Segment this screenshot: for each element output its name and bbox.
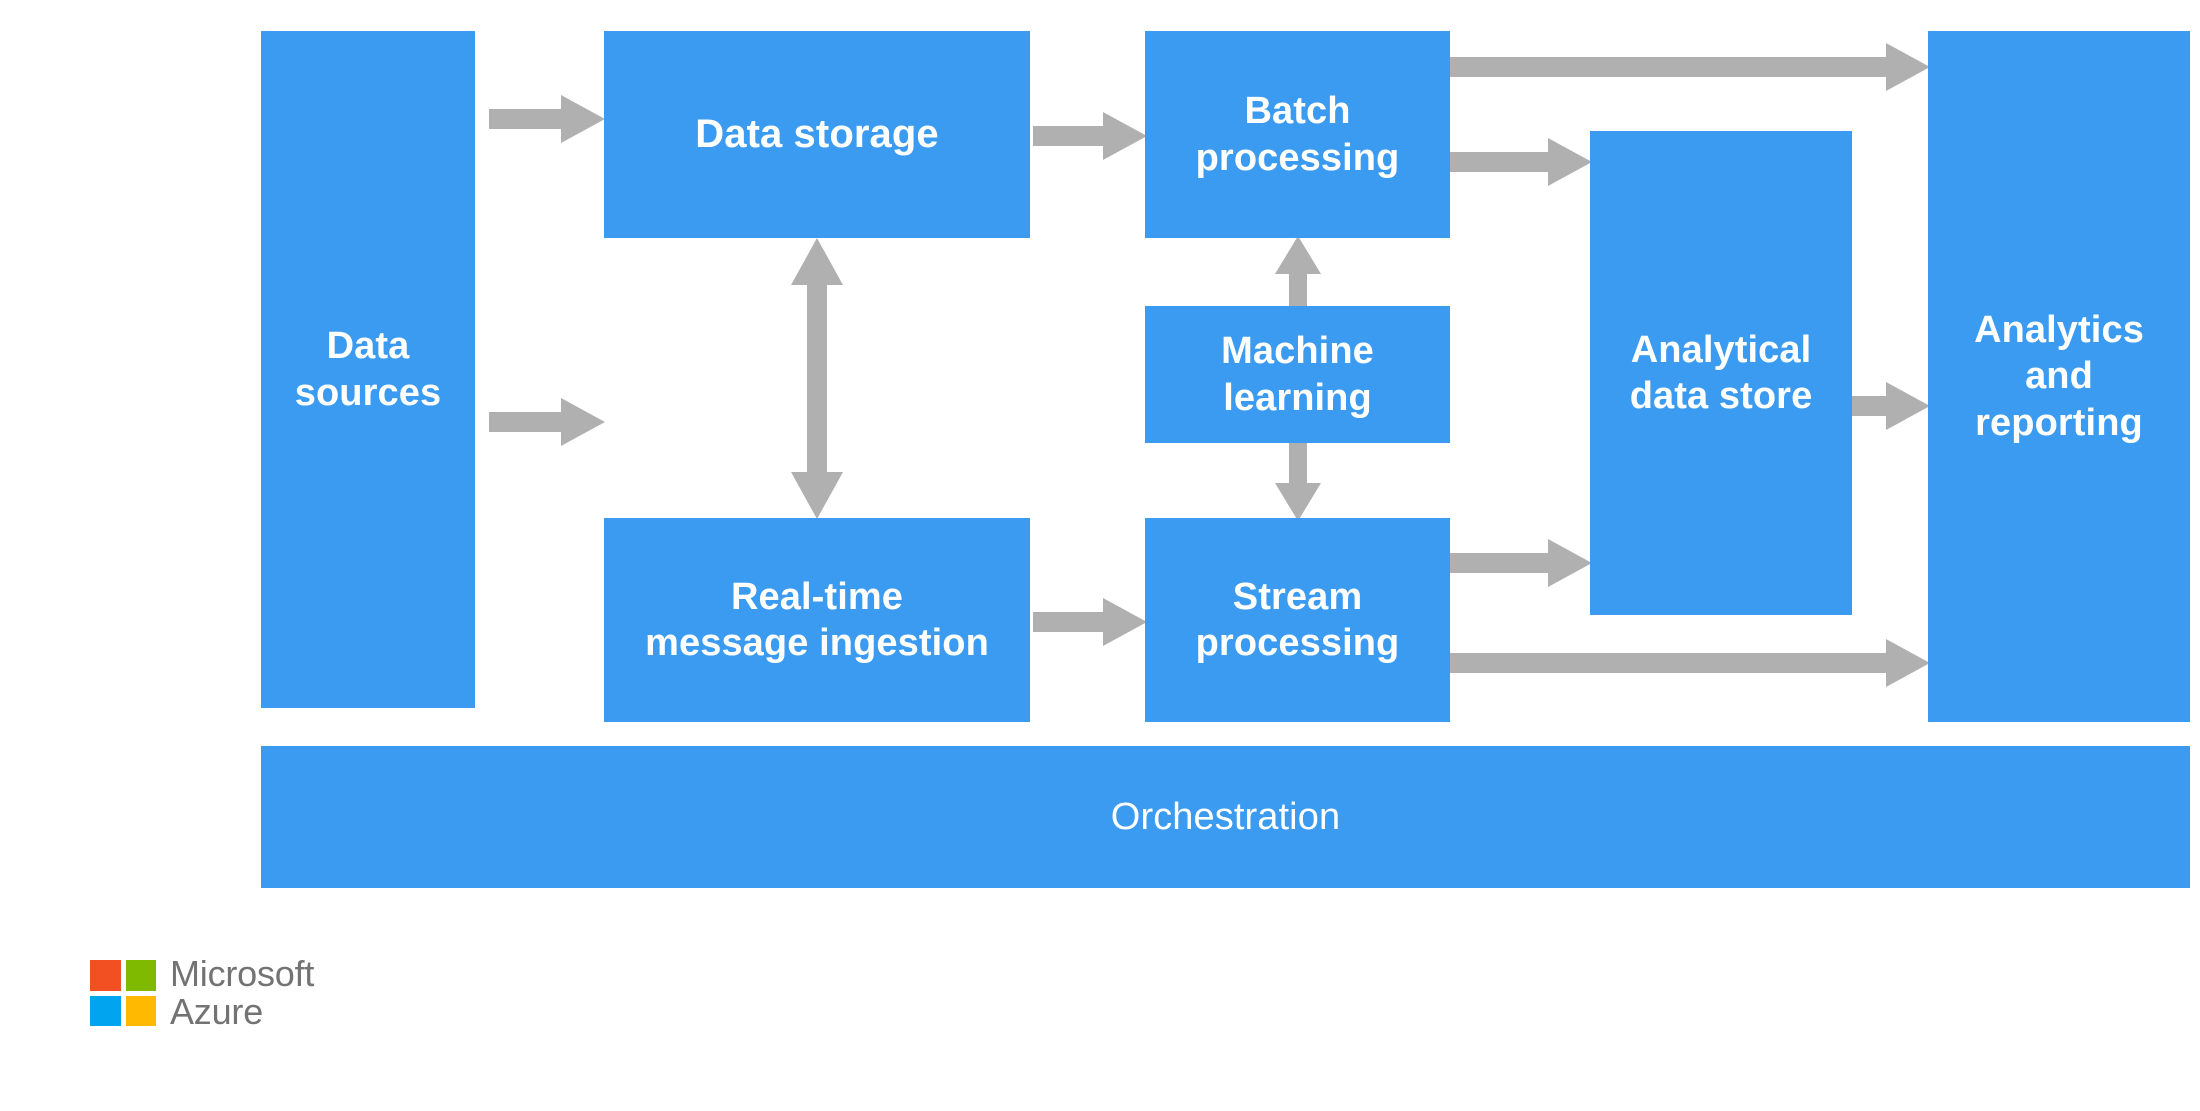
arrow-machine-learning-to-batch-processing — [1275, 236, 1321, 308]
arrow-stream-processing-to-analytics-reporting — [1450, 637, 1930, 689]
node-batch-processing[interactable]: Batch processing — [1145, 31, 1450, 238]
microsoft-azure-logo: Microsoft Azure — [90, 953, 315, 1033]
arrow-data-sources-to-data-storage — [489, 93, 605, 145]
node-analytical-data-store[interactable]: Analytical data store — [1590, 131, 1852, 615]
node-machine-learning[interactable]: Machine learning — [1145, 306, 1450, 443]
logo-square-red — [90, 960, 121, 991]
arrow-machine-learning-to-stream-processing — [1275, 441, 1321, 521]
node-realtime-message-ingestion[interactable]: Real-time message ingestion — [604, 518, 1030, 722]
arrow-realtime-ingestion-to-stream-processing — [1033, 596, 1147, 648]
node-analytics-and-reporting[interactable]: Analytics and reporting — [1928, 31, 2190, 722]
node-data-sources[interactable]: Data sources — [261, 31, 475, 708]
arrow-analytical-data-store-to-analytics-reporting — [1852, 380, 1930, 432]
logo-square-blue — [90, 995, 121, 1027]
arrow-data-storage-to-batch-processing — [1033, 110, 1147, 162]
logo-product: Azure — [170, 991, 264, 1033]
logo-square-green — [125, 960, 156, 991]
logo-wordmark: Microsoft Azure — [170, 953, 315, 1033]
logo-brand: Microsoft — [170, 953, 315, 994]
microsoft-window-icon — [90, 960, 156, 1027]
arrow-data-sources-to-realtime-ingestion — [489, 396, 605, 448]
arrow-data-storage-realtime-ingestion-bidirectional — [789, 238, 845, 519]
node-orchestration[interactable]: Orchestration — [261, 746, 2190, 888]
arrow-batch-processing-to-analytics-reporting — [1450, 41, 1930, 93]
logo-square-yellow — [125, 995, 156, 1027]
arrow-batch-processing-to-analytical-data-store — [1450, 136, 1592, 188]
node-data-storage[interactable]: Data storage — [604, 31, 1030, 238]
node-stream-processing[interactable]: Stream processing — [1145, 518, 1450, 722]
arrow-stream-processing-to-analytical-data-store — [1450, 537, 1592, 589]
